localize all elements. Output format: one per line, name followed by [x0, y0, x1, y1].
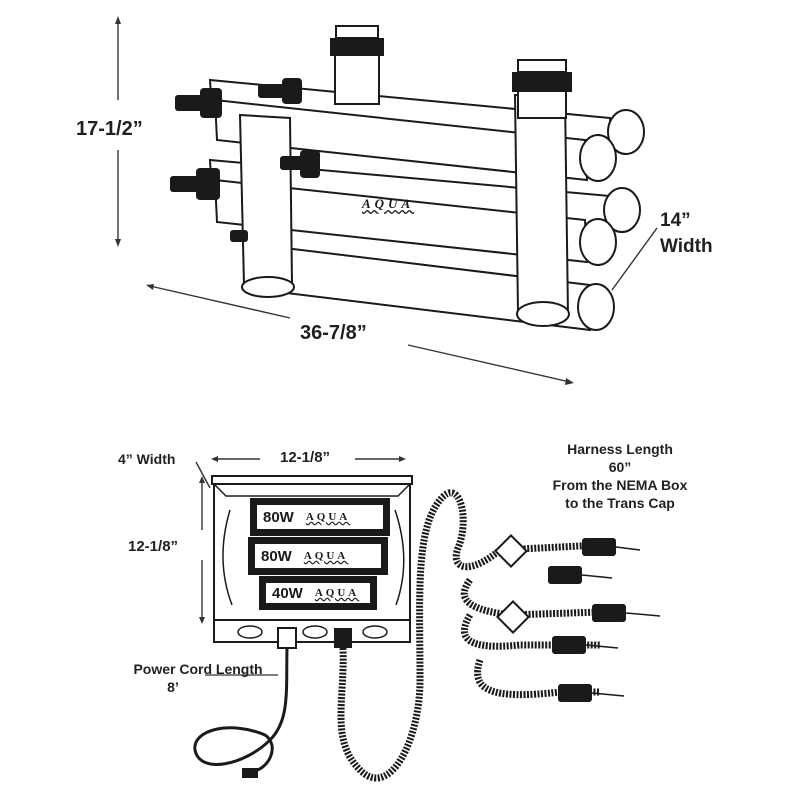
harness-cable: [337, 489, 601, 782]
brand-logo: AQUA: [362, 196, 415, 211]
box-width-label: 12-1/8”: [280, 449, 331, 466]
harness-label-line: 60”: [608, 459, 632, 475]
ballast-1: 80W AQUA: [250, 498, 390, 536]
harness-label-line: to the Trans Cap: [565, 495, 675, 511]
ballast-wattage: 40W: [272, 584, 303, 602]
power-cord: [193, 647, 289, 778]
ballast-wattage: 80W: [263, 508, 294, 526]
ballast-wattage: 80W: [261, 547, 292, 565]
ballast-2: 80W AQUA: [248, 537, 388, 575]
harness-label: Harness Length 60” From the NEMA Box to …: [520, 440, 720, 512]
ballast-3: 40W AQUA: [259, 576, 377, 610]
ballast-logo: AQUA: [314, 587, 360, 599]
unit-width-label-text: Width: [660, 236, 713, 257]
unit-height-label: 17-1/2”: [76, 118, 143, 140]
box-depth-label: 4” Width: [118, 451, 176, 467]
power-cord-label-line: 8’: [167, 679, 179, 695]
unit-length-label: 36-7/8”: [300, 322, 367, 344]
uv-unit-pipes: [170, 25, 645, 332]
unit-width-label-value: 14”: [660, 210, 691, 231]
power-cord-label-line: Power Cord Length: [133, 661, 263, 677]
nema-box-dimension-lines: [195, 456, 406, 624]
trans-cap-fittings: [170, 78, 320, 242]
power-cord-label: Power Cord Length 8’: [118, 660, 278, 696]
box-height-label: 12-1/8”: [128, 538, 179, 555]
ballast-logo: AQUA: [303, 550, 349, 562]
ballast-logo: AQUA: [305, 511, 351, 523]
harness-label-line: Harness Length: [567, 441, 673, 457]
harness-label-line: From the NEMA Box: [552, 477, 688, 493]
height-dimension-arrow: [115, 16, 121, 247]
length-dimension-arrow: [146, 284, 574, 385]
harness-connectors: [548, 538, 661, 702]
width-dimension-leader: [611, 227, 658, 291]
